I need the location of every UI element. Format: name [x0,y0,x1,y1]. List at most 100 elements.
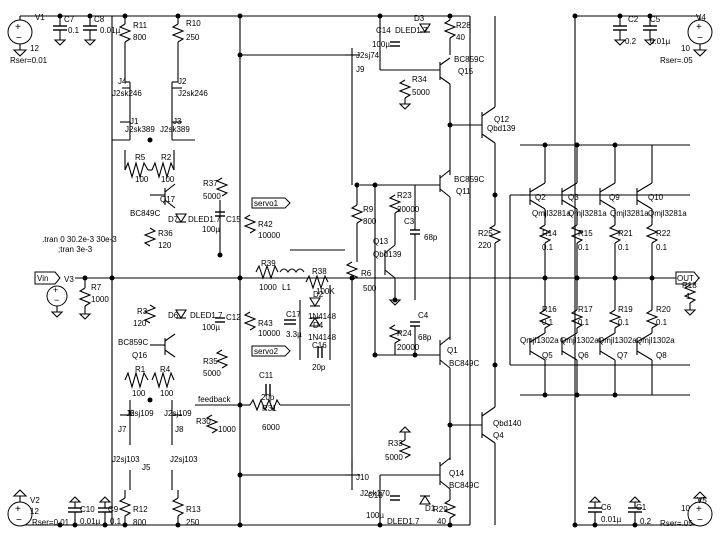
r13-value: 250 [186,518,200,527]
c16-label: C16 [312,341,327,350]
svg-text:+: + [696,504,702,515]
q17: Q17 BC849C [130,183,176,218]
r3: R3 120 [133,304,157,328]
r4-label: R4 [160,365,171,374]
q12-label: Q12 [494,115,510,124]
svg-text:+: + [15,504,21,515]
v4-value: 10 [681,44,690,53]
r30-value: 1000 [218,425,236,434]
j10-value: J2sk170 [360,489,390,498]
j9-value: J2sj74 [356,51,380,60]
r11-r10: R11 800 R10 250 [118,16,201,82]
j4-label: J4 [118,77,127,86]
r23-value: 20000 [397,205,420,214]
directive-tran-alt: ;tran 3e-3 [58,245,93,254]
feedback-node: feedback R30 1000 [195,395,240,434]
j1-value: J2sk389 [125,125,155,134]
r17-value: 0.1 [578,318,590,327]
svg-text:−: − [16,515,22,526]
r13-label: R13 [186,505,201,514]
j6-value: J2sj109 [126,409,154,418]
q12-value: Qbd139 [487,124,516,133]
svg-text:−: − [16,33,22,44]
c1-value: 0.2 [640,517,652,526]
q7-value: Qmjl1302a [598,336,637,345]
r11-value: 800 [133,33,147,42]
j9-label: J9 [356,65,365,74]
r12-value: 800 [133,518,147,527]
r7: R7 1000 [78,278,109,320]
r28-value: 40 [456,33,465,42]
c12-value: 100µ [202,323,220,332]
r15-label: R15 [578,229,593,238]
j8-label: J8 [175,425,184,434]
r39-label: R39 [261,259,276,268]
r5-r2: R5 100 R2 100 [124,150,175,184]
r17-label: R17 [578,305,593,314]
r5-label: R5 [135,153,146,162]
j5-label: J5 [142,463,151,472]
c10-value: 0.01µ [80,517,101,526]
j9-j10: J2sj74 J9 J10 J2sk170 [240,48,390,498]
vin-source: Vin V3 + − [34,271,74,318]
j10-label: J10 [356,473,369,482]
d7-value: DLED1.7 [188,215,221,224]
r36: R36 120 [143,227,173,250]
q3-label: Q3 [568,193,579,202]
c11-value: 20p [261,393,275,402]
r12-r13: R12 800 R13 250 [118,490,201,527]
r35-value: 5000 [203,369,221,378]
r24-value: 20000 [397,343,420,352]
output-upper: Q2 Qmjl3281a Q3 Qmjl3281a Q9 Qmjl3281a Q… [520,144,690,218]
r37-value: 5000 [203,192,221,201]
r25-value: 220 [478,241,492,250]
v1-name: V1 [35,13,45,22]
jfets-bottom: J6 J2sj109 J8 J2sj109 J7 J2sj103 J5 J2sj… [112,400,198,490]
svg-text:+: + [15,22,21,33]
q1-label: Q1 [447,346,458,355]
r43-value: 10000 [258,329,281,338]
source-v2: + − V2 12 Rser=0.01 [7,489,70,527]
drivers: Q12 Qbd139 R25 220 Qbd140 Q4 [450,16,522,525]
r21-label: R21 [618,229,633,238]
l1-label: L1 [282,283,291,292]
j5-value: J2sj103 [170,455,198,464]
r36-value: 120 [158,241,172,250]
junction-dots [57,13,655,528]
r6-label: R6 [361,269,372,278]
j7-value: J2sj103 [112,455,140,464]
r31-value: 6000 [262,423,280,432]
d6-c12: D6 DLED1.7 C12 100µ [168,309,241,332]
q3-value: Qmjl3281a [568,209,607,218]
r4-value: 100 [160,389,174,398]
emitter-resistors-lower: R16 0.1 R17 0.1 R19 0.1 R20 0.1 [538,278,671,333]
v5-value: 10 [681,504,690,513]
r1-value: 100 [132,389,146,398]
j2-value: J2sk246 [178,89,208,98]
v5-name: V5 [697,496,707,505]
r42-label: R42 [258,220,273,229]
r20-value: 0.1 [656,318,668,327]
j8-value: J2sj109 [164,409,192,418]
r7-label: R7 [91,283,102,292]
r12-label: R12 [133,505,148,514]
c2-label: C2 [628,15,639,24]
c5-value: 0.01µ [650,37,671,46]
q7-label: Q7 [617,351,628,360]
svg-text:+: + [696,22,702,33]
q10-label: Q10 [648,193,664,202]
c15-value: 100µ [202,225,220,234]
q1-value: BC849C [449,359,479,368]
r6-value: 500 [363,284,377,293]
q5-value: Qmjl1302a [520,336,559,345]
r38-label: R38 [312,267,327,276]
r31-label: R31 [262,404,277,413]
r9-value: 800 [363,217,377,226]
r10-value: 250 [186,33,200,42]
r28-label: R28 [456,21,471,30]
r2-value: 100 [161,175,175,184]
d4-label: D4 [313,321,324,330]
r20-label: R20 [656,305,671,314]
q6-label: Q6 [578,351,589,360]
q8-label: Q8 [656,351,667,360]
